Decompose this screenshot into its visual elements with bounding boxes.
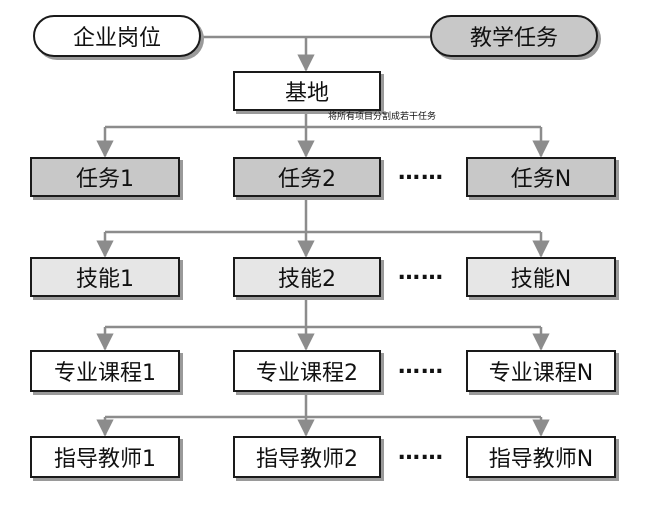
task-node-1: 任务1 bbox=[30, 157, 180, 197]
base-annotation: 将所有项目分割成若干任务 bbox=[328, 112, 437, 122]
teacher-node-1: 指导教师1 bbox=[30, 436, 180, 478]
base-node: 基地 bbox=[233, 71, 381, 111]
teacher-node-2: 指导教师2 bbox=[233, 436, 381, 478]
skill-node-n: 技能N bbox=[466, 257, 616, 297]
course-node-1: 专业课程1 bbox=[30, 350, 180, 392]
course-node-2: 专业课程2 bbox=[233, 350, 381, 392]
skill-node-2: 技能2 bbox=[233, 257, 381, 297]
teacher-node-n: 指导教师N bbox=[466, 436, 616, 478]
enterprise-position-node: 企业岗位 bbox=[33, 15, 201, 57]
task-node-2: 任务2 bbox=[233, 157, 381, 197]
course-node-n: 专业课程N bbox=[466, 350, 616, 392]
skill-node-1: 技能1 bbox=[30, 257, 180, 297]
skill-ellipsis: …… bbox=[398, 260, 444, 285]
teaching-task-node: 教学任务 bbox=[430, 15, 598, 57]
task-ellipsis: …… bbox=[398, 160, 444, 185]
teacher-ellipsis: …… bbox=[398, 440, 444, 465]
course-ellipsis: …… bbox=[398, 354, 444, 379]
task-node-n: 任务N bbox=[466, 157, 616, 197]
